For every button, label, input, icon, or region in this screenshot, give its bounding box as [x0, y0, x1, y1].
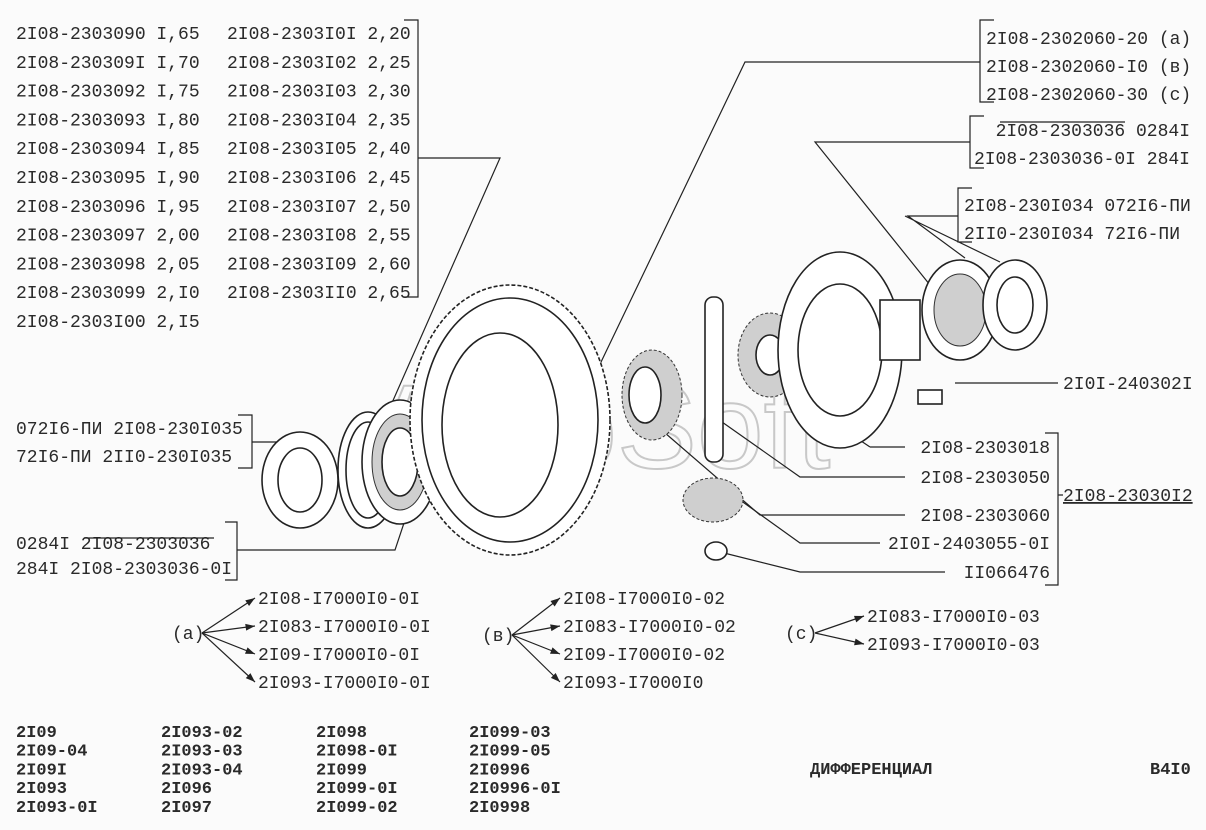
- variant-key: (c): [785, 625, 817, 645]
- shim-item: 2I08-2303I08 2,55: [227, 227, 411, 247]
- shim-item: 2I08-2303094 I,85: [16, 140, 200, 160]
- arrowhead-icon: [854, 638, 864, 646]
- variant-item: 2I09-I7000I0-02: [563, 646, 725, 666]
- ring-gear: [409, 284, 611, 556]
- bolt: [917, 389, 943, 405]
- seal-label: 284I 2I08-2303036-0I: [16, 560, 232, 580]
- arrowhead-icon: [550, 647, 560, 654]
- left-seal: [261, 431, 339, 529]
- arrowhead-icon: [550, 598, 560, 607]
- variant-item: 2I083-I7000I0-0I: [258, 618, 431, 638]
- shim-item: 2I08-230309I I,70: [16, 54, 200, 74]
- variant-item: 2I08-I7000I0-02: [563, 590, 725, 610]
- model-item: 2I093-03: [161, 743, 243, 762]
- model-item: 2I099-02: [316, 799, 398, 818]
- variant-item: 2I093-I7000I0-0I: [258, 674, 431, 694]
- shim-item: 2I08-2303093 I,80: [16, 111, 200, 131]
- ring-gear-label: 2I08-2302060-30 (c): [986, 86, 1191, 106]
- model-item: 2I099: [316, 761, 367, 780]
- right-bearing: [921, 259, 1048, 361]
- bearing-label: 072I6-ПИ 2I08-230I035: [16, 420, 243, 440]
- arrow-icon: [201, 632, 256, 655]
- arrowhead-icon: [550, 672, 560, 682]
- model-item: 2I0996-0I: [469, 780, 561, 799]
- model-item: 2I0996: [469, 761, 530, 780]
- ring-gear-label: 2I08-2302060-20 (a): [986, 30, 1191, 50]
- variant-item: 2I083-I7000I0-03: [867, 608, 1040, 628]
- shim-item: 2I08-2303II0 2,65: [227, 284, 411, 304]
- shim-item: 2I08-2303097 2,00: [16, 227, 200, 247]
- diff-part-label: 2I08-2303018: [920, 439, 1050, 459]
- shim-item: 2I08-2303090 I,65: [16, 25, 200, 45]
- arrow-icon: [201, 632, 256, 683]
- variant-item: 2I08-I7000I0-0I: [258, 590, 420, 610]
- shim-item: 2I08-2303I04 2,35: [227, 111, 411, 131]
- page-code: B4I0: [1150, 761, 1191, 780]
- model-item: 2I098-0I: [316, 743, 398, 762]
- page-title: ДИФФЕРЕНЦИАЛ: [810, 761, 932, 780]
- model-item: 2I099-0I: [316, 780, 398, 799]
- seal-label: 2I08-2303036-0I 284I: [974, 150, 1190, 170]
- variant-key: (a): [172, 625, 204, 645]
- arrowhead-icon: [245, 673, 255, 682]
- model-item: 2I093: [16, 780, 67, 799]
- model-item: 2I0998: [469, 799, 530, 818]
- differential-housing: [777, 251, 921, 449]
- pinion-gear: [682, 477, 744, 523]
- model-item: 2I099-05: [469, 743, 551, 762]
- diff-part-label: 2I08-2303060: [920, 507, 1050, 527]
- shim-item: 2I08-2303099 2,I0: [16, 284, 200, 304]
- arrow-icon: [511, 634, 561, 683]
- ring-gear-label: 2I08-2302060-I0 (в): [986, 58, 1191, 78]
- variant-item: 2I083-I7000I0-02: [563, 618, 736, 638]
- diff-part-label: 2I0I-2403055-0I: [888, 535, 1050, 555]
- arrowhead-icon: [854, 615, 864, 623]
- pinion-shaft: [704, 296, 724, 463]
- arrow-icon: [511, 597, 561, 636]
- shim-item: 2I08-2303I03 2,30: [227, 83, 411, 103]
- model-item: 2I09-04: [16, 743, 87, 762]
- model-item: 2I093-02: [161, 724, 243, 743]
- model-item: 2I09I: [16, 761, 67, 780]
- variant-item: 2I09-I7000I0-0I: [258, 646, 420, 666]
- circlip: [704, 541, 728, 561]
- shim-item: 2I08-2303I09 2,60: [227, 255, 411, 275]
- variant-item: 2I093-I7000I0-03: [867, 636, 1040, 656]
- shim-item: 2I08-2303092 I,75: [16, 83, 200, 103]
- shim-item: 2I08-2303I00 2,I5: [16, 313, 200, 333]
- arrowhead-icon: [245, 598, 255, 607]
- diff-part-label: II066476: [964, 564, 1050, 584]
- model-item: 2I099-03: [469, 724, 551, 743]
- shim-item: 2I08-2303I05 2,40: [227, 140, 411, 160]
- bolt-label: 2I0I-240302I: [1063, 375, 1193, 395]
- seal-label: 0284I 2I08-2303036: [16, 535, 210, 555]
- shim-item: 2I08-2303I0I 2,20: [227, 25, 411, 45]
- shim-item: 2I08-2303095 I,90: [16, 169, 200, 189]
- model-item: 2I09: [16, 724, 57, 743]
- diff-assembly-label: 2I08-23030I2: [1063, 487, 1193, 507]
- arrowhead-icon: [245, 647, 255, 654]
- model-item: 2I093-04: [161, 761, 243, 780]
- arrow-icon: [201, 597, 256, 634]
- shim-item: 2I08-2303I02 2,25: [227, 54, 411, 74]
- bearing-label: 72I6-ПИ 2II0-230I035: [16, 448, 232, 468]
- arrowhead-icon: [245, 623, 255, 631]
- side-gear-left: [621, 349, 683, 441]
- shim-item: 2I08-2303I06 2,45: [227, 169, 411, 189]
- model-item: 2I098: [316, 724, 367, 743]
- model-item: 2I093-0I: [16, 799, 98, 818]
- seal-label: 2I08-2303036 0284I: [996, 122, 1190, 142]
- shim-item: 2I08-2303096 I,95: [16, 198, 200, 218]
- diff-part-label: 2I08-2303050: [920, 469, 1050, 489]
- shim-item: 2I08-2303098 2,05: [16, 255, 200, 275]
- arrowhead-icon: [550, 624, 560, 632]
- shim-item: 2I08-2303I07 2,50: [227, 198, 411, 218]
- variant-key: (в): [482, 627, 514, 647]
- bearing-label: 2I08-230I034 072I6-ПИ: [964, 197, 1191, 217]
- variant-item: 2I093-I7000I0: [563, 674, 703, 694]
- model-item: 2I096: [161, 780, 212, 799]
- bearing-label: 2II0-230I034 72I6-ПИ: [964, 225, 1180, 245]
- model-item: 2I097: [161, 799, 212, 818]
